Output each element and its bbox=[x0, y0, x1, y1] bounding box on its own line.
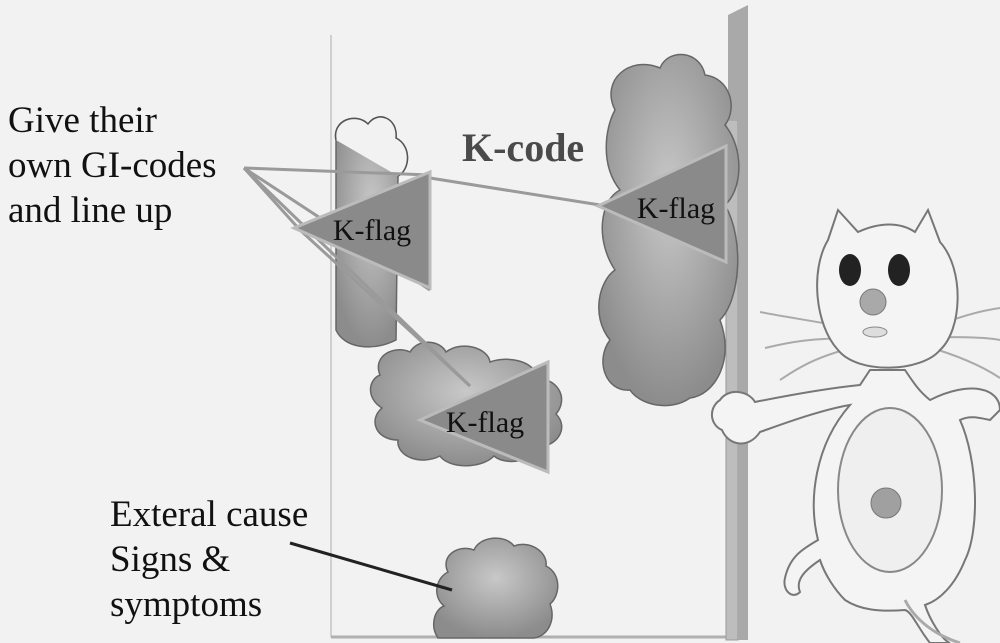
cat-nose bbox=[860, 289, 886, 315]
k-flag-label-1: K-flag bbox=[333, 214, 411, 247]
cat-navel bbox=[871, 488, 901, 518]
gi-caption-line-1: Give their bbox=[8, 98, 217, 143]
cloud-bottom bbox=[434, 538, 558, 638]
cause-caption-line-2: Signs & bbox=[110, 537, 308, 582]
cause-caption-line-1: Exteral cause bbox=[110, 492, 308, 537]
cat-head bbox=[817, 210, 958, 368]
cause-pointer bbox=[290, 543, 452, 590]
cat-eye-left bbox=[839, 254, 861, 286]
cat-eye-right bbox=[888, 254, 910, 286]
cat-mouth bbox=[863, 327, 887, 337]
k-flag-label-3: K-flag bbox=[446, 406, 524, 439]
gi-codes-caption: Give their own GI-codes and line up bbox=[8, 98, 217, 233]
external-cause-caption: Exteral cause Signs & symptoms bbox=[110, 492, 308, 627]
gi-caption-line-2: own GI-codes bbox=[8, 143, 217, 188]
k-code-title: K-code bbox=[462, 124, 584, 171]
cause-caption-line-3: symptoms bbox=[110, 582, 308, 627]
gi-caption-line-3: and line up bbox=[8, 188, 217, 233]
k-flag-label-2: K-flag bbox=[637, 192, 715, 225]
